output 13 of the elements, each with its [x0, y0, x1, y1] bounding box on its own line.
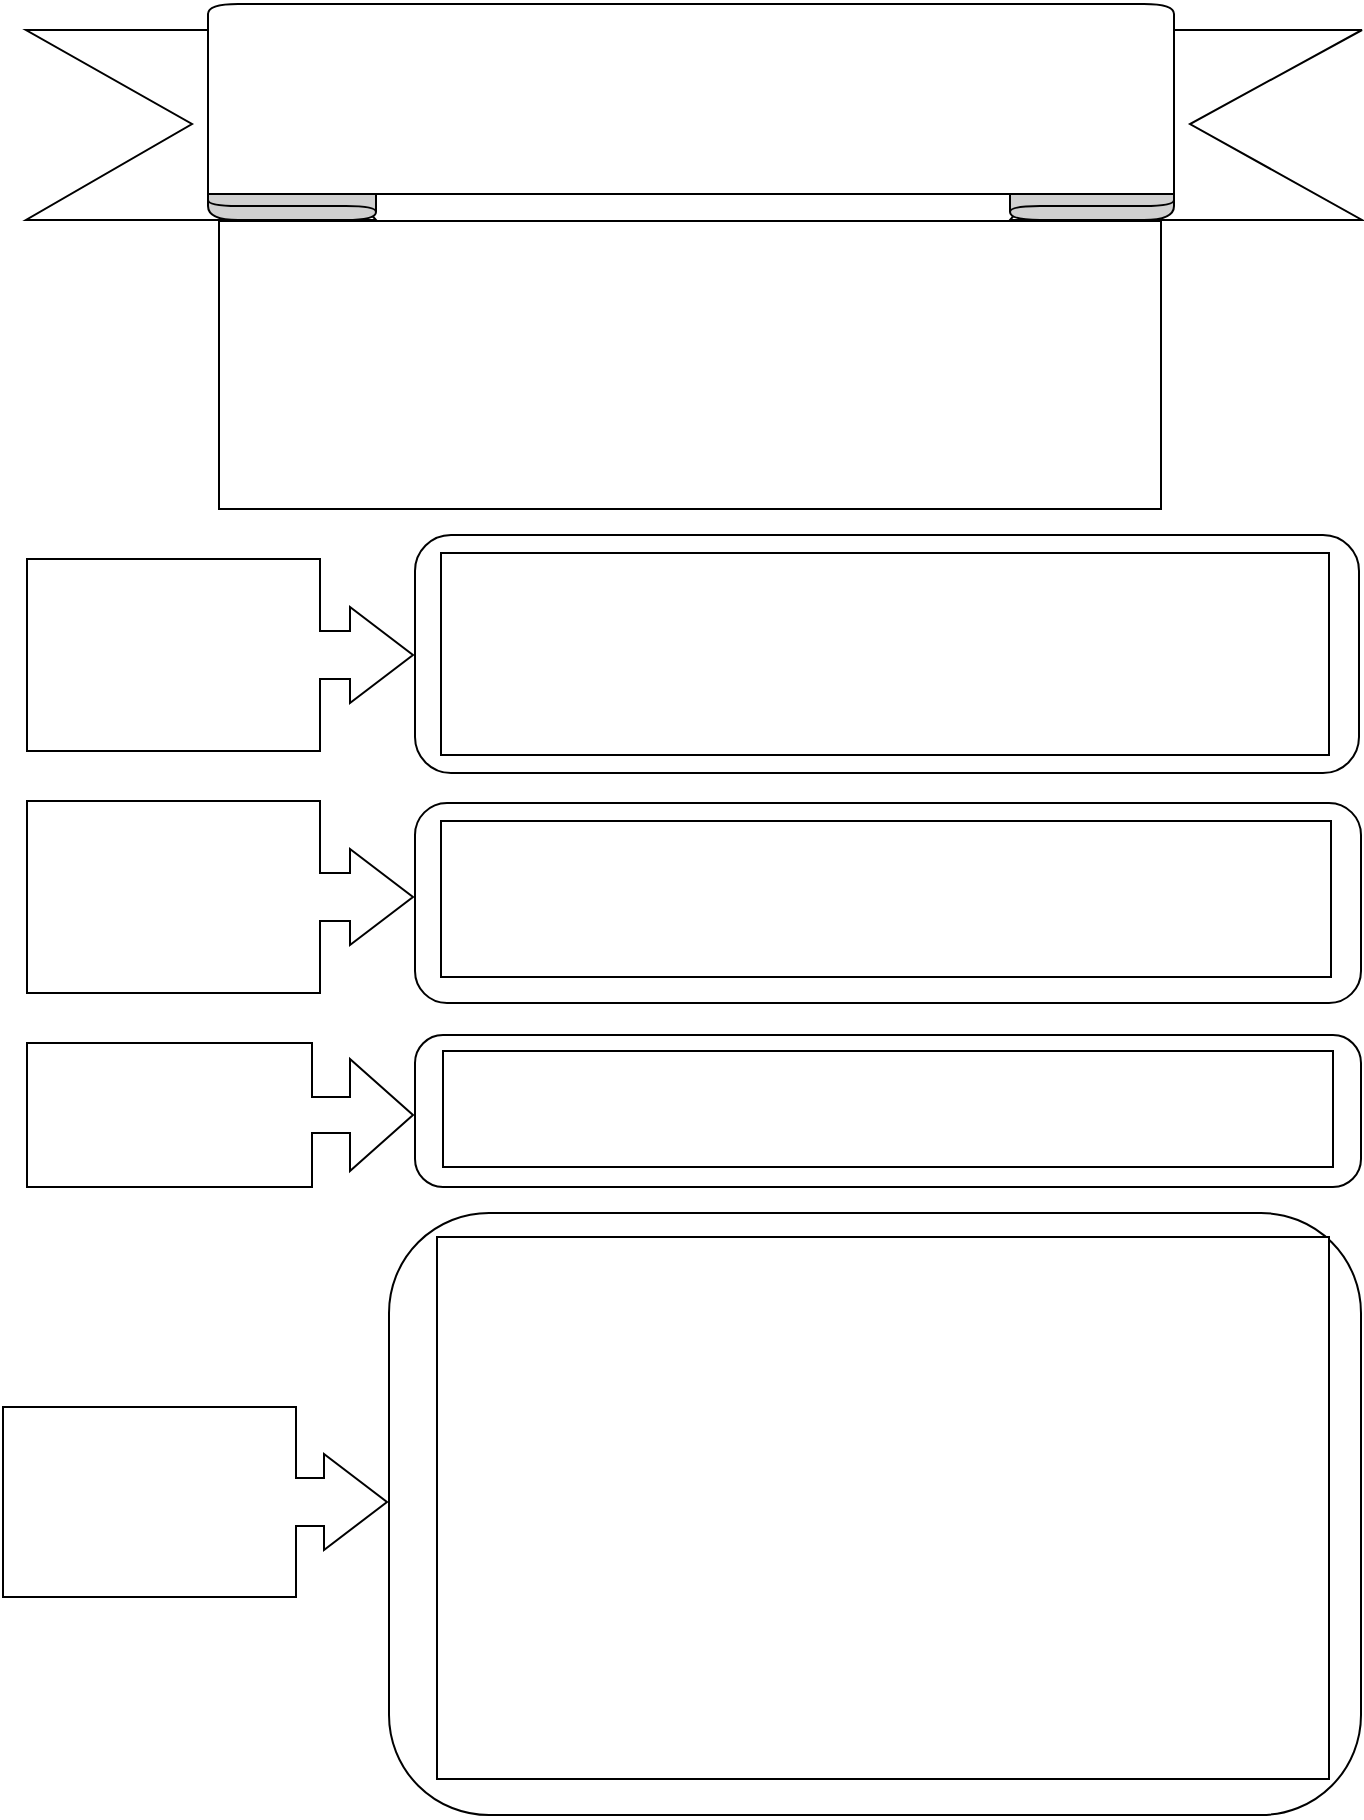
arrow-callout — [26, 800, 414, 994]
rounded-frame — [414, 534, 1360, 774]
text-box — [441, 821, 1331, 977]
arrow-callout — [2, 1406, 388, 1598]
text-box — [437, 1237, 1329, 1779]
arrow-callout — [26, 558, 414, 752]
rounded-frame — [414, 1034, 1362, 1188]
text-box — [443, 1051, 1333, 1167]
rounded-frame — [388, 1212, 1362, 1816]
text-box — [441, 553, 1329, 755]
arrow-callout — [26, 1042, 414, 1188]
ribbon-banner — [26, 2, 1362, 220]
rounded-frame — [414, 802, 1362, 1004]
